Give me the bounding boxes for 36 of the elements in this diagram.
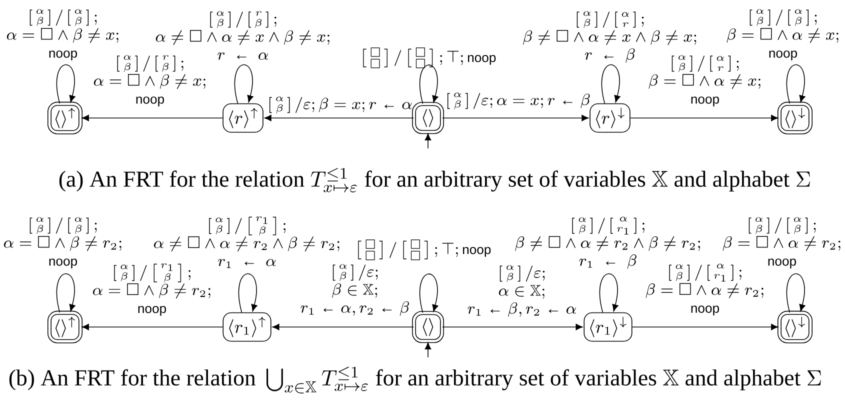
- state-box: $\langle r\rangle^{\uparrow}$: [222, 103, 264, 133]
- transition-arrow: [442, 114, 589, 122]
- self-loop-arrow: [601, 64, 620, 104]
- transition-arrow: [442, 324, 583, 330]
- transition-arrow: [272, 324, 414, 330]
- transition-label: $\left[\begin{smallmatrix}\square\\\square\end{smallmatrix}\right]/\left[\begin{smallmatrix}\square\\\square\end{smallmatrix}\right]; \top; \textsf{noop}$: [358, 240, 491, 260]
- self-loop-arrow: [234, 64, 254, 104]
- accepting-state-box: $\langle\rangle$: [412, 102, 444, 134]
- accepting-state-box: $\langle\rangle^{\downarrow}$: [777, 102, 813, 134]
- accepting-state-box: $\langle\rangle^{\uparrow}$: [47, 310, 83, 344]
- self-loop-arrow: [419, 274, 438, 313]
- transition-arrow: [264, 114, 414, 122]
- self-loop-arrow: [56, 64, 76, 104]
- transition-label: $\left[\begin{smallmatrix}\square\\\square\end{smallmatrix}\right]/\left[\begin{smallmatrix}\square\\\square\end{smallmatrix}\right]; \top; \textsf{noop}$: [363, 48, 496, 68]
- accepting-state-box: $\langle\rangle^{\uparrow}$: [47, 102, 83, 134]
- caption: $\text{(b) An FRT for the relation } \bigcup_{x\in\mathbb{X}} T^{\leq 1}_{x\mapsto\varepsilon} \text{ for an arbitrary set of variables } \mathbb{X} \text{ and alphabet } \Sigma$: [9, 366, 821, 394]
- start-arrow: [424, 342, 432, 358]
- state-box: $\langle r_1\rangle^{\uparrow}$: [222, 312, 272, 342]
- self-loop-arrow: [599, 273, 618, 313]
- state-box: $\langle r_1\rangle^{\downarrow}$: [584, 312, 632, 342]
- transition-label: $\left[\begin{smallmatrix}\alpha\\\beta\end{smallmatrix}\right]/\varepsilon; \beta=x; r\mathrel{\text{←}}\alpha$: [269, 96, 412, 114]
- self-loop-arrow: [419, 64, 438, 104]
- transition-label: $\left[\begin{smallmatrix}\alpha\\\beta\end{smallmatrix}\right]/\varepsilon; \alpha=x; r\mathrel{\text{←}}\beta$: [447, 92, 590, 110]
- self-loop-arrow: [786, 64, 806, 104]
- self-loop-arrow: [238, 273, 258, 313]
- accepting-state-box: $\langle\rangle^{\downarrow}$: [777, 310, 813, 344]
- start-arrow: [424, 133, 432, 149]
- self-loop-arrow: [786, 273, 806, 313]
- self-loop-arrow: [56, 273, 76, 313]
- caption: $\text{(a) An FRT for the relation } T^{\leq 1}_{x\mapsto\varepsilon} \text{ for an arbitrary set of variables } \mathbb{X} \text{ and alphabet } \Sigma$: [59, 168, 810, 192]
- transition-arrow: [632, 324, 778, 330]
- accepting-state-box: $\langle\rangle$: [412, 311, 444, 343]
- transition-arrow: [82, 324, 224, 330]
- transition-arrow: [82, 114, 224, 122]
- state-box: $\langle r\rangle^{\downarrow}$: [590, 103, 630, 133]
- transition-arrow: [630, 114, 778, 122]
